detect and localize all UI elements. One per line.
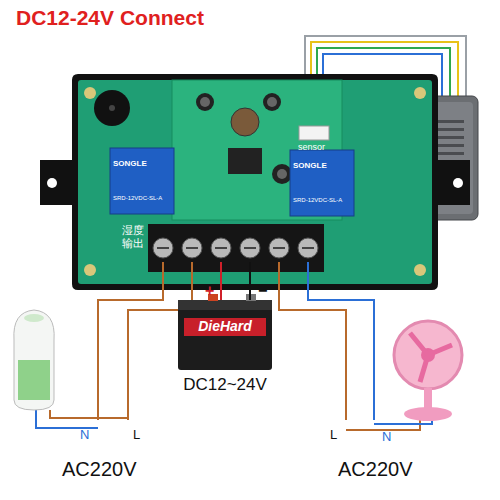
controller-housing: [40, 74, 470, 290]
polarity-label: −: [258, 282, 267, 300]
relay: [110, 148, 174, 214]
polarity-label: +: [205, 282, 214, 300]
relay-model: SRD-12VDC-SL-A: [113, 195, 162, 202]
terminal-block: [148, 224, 324, 272]
sensor-connector: [299, 126, 329, 140]
terminal-wires: [36, 262, 432, 430]
terminal-screw: [182, 238, 202, 258]
relay: [290, 150, 354, 216]
wire-label: L: [133, 428, 140, 442]
relay-model: SRD-12VDC-SL-A: [293, 197, 342, 204]
diagram-title: DC12-24V Connect: [16, 6, 204, 29]
terminal-screw: [240, 238, 260, 258]
output-label: 湿度输出: [122, 224, 145, 249]
fan: [394, 321, 462, 421]
battery: [178, 294, 272, 370]
supply-label: AC220V: [62, 458, 137, 480]
relay-brand: SONGLE: [113, 160, 147, 169]
buzzer: [94, 90, 130, 126]
humidifier: [14, 310, 54, 410]
connector-label: sensor: [298, 143, 325, 153]
terminal-screw: [153, 238, 173, 258]
battery-box: DieHardDC12~24V: [178, 300, 272, 370]
supply-label: AC220V: [338, 458, 413, 480]
wire-label: N: [80, 428, 89, 442]
power-wire: [249, 284, 251, 300]
terminal-screw: [211, 238, 231, 258]
supply-voltage: DC12~24V: [178, 376, 272, 395]
power-wire: [220, 284, 222, 300]
terminal-screw: [269, 238, 289, 258]
wire-label: N: [382, 430, 391, 444]
terminal-screw: [298, 238, 318, 258]
wire-label: L: [330, 428, 337, 442]
controller-board: 湿度输出 sensor: [78, 80, 432, 284]
relay-brand: SONGLE: [293, 162, 327, 171]
battery-brand: DieHard: [178, 319, 272, 334]
power-module: [172, 80, 342, 220]
